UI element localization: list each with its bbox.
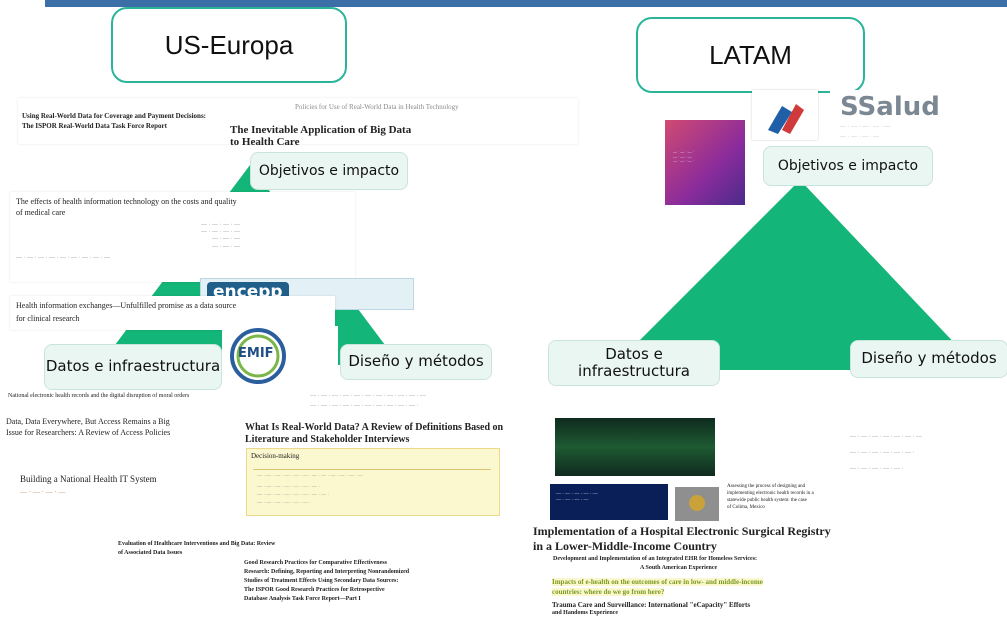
- snippet-title: countries: where do we go from here?: [552, 588, 665, 597]
- snippet-title: National electronic health records and t…: [8, 393, 190, 399]
- snippet-title: Trauma Care and Surveillance: Internatio…: [552, 601, 751, 609]
- snippet-title: Issue for Researchers: A Review of Acces…: [6, 428, 171, 437]
- emif-logo-text: EMIF: [238, 346, 274, 361]
- snippet-title: statewide public health system: the case: [727, 498, 807, 503]
- snippet-title: Evaluation of Healthcare Interventions a…: [118, 541, 276, 547]
- snippet-title: of Associated Data Issues: [118, 550, 183, 556]
- snippet-line: — · — · — · — · — · — · —: [850, 434, 922, 440]
- snippet-line: — · — · — · — · —: [840, 124, 890, 130]
- agency-logo-icon: [768, 104, 804, 134]
- latam-screenshot-dark: [555, 418, 715, 476]
- snippet-line: — · — · — · —: [840, 134, 879, 140]
- paper-snippet-effects: [10, 192, 355, 282]
- snippet-title: Impacts of e-health on the outcomes of c…: [552, 578, 763, 587]
- snippet-title: The effects of health information techno…: [16, 197, 237, 206]
- latam-screenshot-blue: — · — · — · — · —— · — · — · —: [550, 484, 668, 520]
- snippet-title: for clinical research: [16, 314, 80, 323]
- snippet-title: Data, Data Everywhere, But Access Remain…: [6, 417, 170, 426]
- snippet-title: and Handoms Experience: [552, 610, 619, 616]
- paper-snippet-hie: [10, 296, 335, 330]
- right-label-datos: Datos e infraestructura: [548, 340, 720, 386]
- snippet-title: implementing electronic health records i…: [727, 491, 814, 496]
- snippet-title: Database Analysis Task Force Report—Part…: [244, 596, 361, 602]
- snippet-title: What Is Real-World Data? A Review of Def…: [245, 422, 504, 433]
- snippet-title: The ISPOR Good Research Practices for Re…: [244, 587, 385, 593]
- snippet-line: — · — · — · — · — · — · — · — ·: [257, 493, 330, 498]
- header-us-europa: US-Europa: [111, 7, 347, 83]
- snippet-title: in a Lower-Middle-Income Country: [533, 539, 717, 553]
- snippet-title: The ISPOR Real-World Data Task Force Rep…: [22, 122, 167, 130]
- emif-logo-icon: [230, 328, 286, 384]
- snippet-title: Health information exchanges—Unfulfilled…: [16, 301, 237, 310]
- snippet-author-block: — · — · — · —— · — · — · —— · — · —— · —…: [201, 222, 240, 250]
- right-label-diseno: Diseño y métodos: [850, 340, 1007, 378]
- superintendencia-salud-logo: SSalud — · — · — · — · — — · — · — · —: [830, 90, 950, 148]
- snippet-line: — · — · — · — · — · — · — · — · — · — · …: [257, 474, 363, 479]
- snippet-title: Implementation of a Hospital Electronic …: [533, 524, 831, 538]
- snippet-line: — · — · — · — · — ·: [850, 466, 904, 472]
- snippet-title: The Inevitable Application of Big Data: [230, 124, 412, 136]
- snippet-line: — · — · — ·— · — · —— · — · — ·: [673, 149, 694, 164]
- snippet-title: Using Real-World Data for Coverage and P…: [22, 112, 206, 120]
- snippet-title: Studies of Treatment Effects Using Secon…: [244, 578, 399, 584]
- latam-agency-logo: [752, 90, 818, 140]
- snippet-line: — · — · — · — · — · — · — · — · — · — · …: [310, 393, 426, 399]
- snippet-line: — · — · — · — · — · — · — · — · —: [16, 255, 110, 261]
- header-us-europa-label: US-Europa: [164, 29, 294, 60]
- snippet-title: to Health Care: [230, 136, 300, 148]
- right-label-objetivos: Objetivos e impacto: [763, 146, 933, 186]
- right-triangle: [610, 180, 980, 370]
- snippet-title: of medical care: [16, 208, 66, 217]
- snippet-title: Building a National Health IT System: [20, 474, 157, 484]
- snippet-line: — · — · — · — · — · — ·: [850, 450, 915, 456]
- top-accent-bar: [45, 0, 1007, 7]
- emif-logo: EMIF: [222, 326, 338, 386]
- snippet-line: — · — · — · — · — · — · — ·: [257, 485, 320, 490]
- snippet-title: A South American Experience: [640, 565, 718, 571]
- superintendencia-salud-text: SSalud: [840, 92, 940, 122]
- snippet-line: — · — · — · —: [20, 488, 66, 496]
- snippet-title: Literature and Stakeholder Interviews: [245, 434, 410, 445]
- latam-gov-seal: [675, 487, 719, 521]
- snippet-title: Good Research Practices for Comparative …: [244, 560, 387, 566]
- snippet-title: Development and Implementation of an Int…: [553, 556, 758, 562]
- snippet-line: — · — · — · — · — · — ·: [257, 501, 311, 506]
- snippet-line: — · — · — · — · — · — · — · — · — · — ·: [310, 403, 419, 409]
- left-label-datos-text: Datos e infraestructura: [45, 357, 221, 376]
- latam-report-cover: — · — · — ·— · — · —— · — · — ·: [665, 120, 745, 205]
- paper-snippet-top: [18, 98, 578, 144]
- header-latam-label: LATAM: [709, 39, 792, 70]
- decision-making-panel: Decision-making — · — · — · — · — · — · …: [246, 448, 500, 516]
- left-label-objetivos: Objetivos e impacto: [250, 152, 408, 190]
- snippet-title: Decision-making: [251, 452, 300, 460]
- header-latam: LATAM: [636, 17, 865, 93]
- snippet-title: Assessing the process of designing and: [727, 484, 806, 489]
- snippet-title: Policies for Use of Real-World Data in H…: [295, 103, 459, 111]
- left-label-datos: Datos e infraestructura: [44, 344, 222, 390]
- snippet-title: Research: Defining, Reporting and Interp…: [244, 569, 410, 575]
- right-label-datos-text: Datos e infraestructura: [578, 344, 690, 380]
- snippet-line: — · — · — · — · —— · — · — · —: [556, 492, 598, 503]
- left-label-diseno: Diseño y métodos: [340, 344, 492, 380]
- snippet-title: of Colima, Mexico: [727, 505, 765, 510]
